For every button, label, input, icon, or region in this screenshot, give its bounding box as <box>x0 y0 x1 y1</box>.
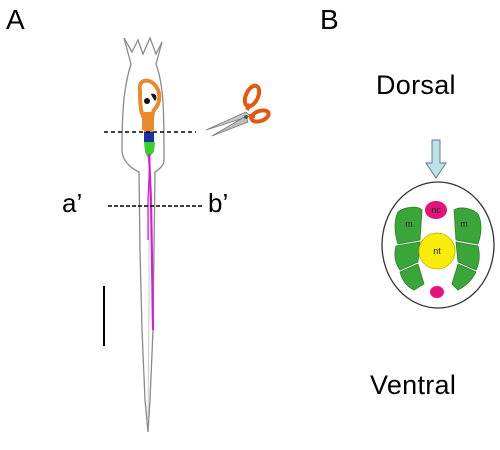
larva-tail-region <box>144 142 155 158</box>
larva <box>121 36 165 433</box>
larva-ocellus <box>151 93 157 101</box>
larva-visceral-ganglion <box>144 132 154 142</box>
larva-brain <box>137 78 162 130</box>
larva-nerve-cord-tail <box>147 153 151 240</box>
larva-brain-fill <box>144 112 153 132</box>
larva-tail-inner-line <box>147 172 150 421</box>
muscle-left-label: m <box>405 219 413 229</box>
muscle-left <box>394 206 425 291</box>
dorsal-label: Dorsal <box>376 70 456 100</box>
larva-otolith <box>144 98 150 104</box>
down-arrow-icon <box>425 139 447 179</box>
panel-a-label: A <box>6 4 25 35</box>
neural-tube-label: nt <box>433 246 441 256</box>
larva-nerve-cord <box>147 153 155 331</box>
ventral-label: Ventral <box>370 370 457 400</box>
ventral-dot <box>430 286 444 298</box>
section-start-label: a’ <box>62 188 83 218</box>
muscle-right-label: m <box>460 219 468 229</box>
notochord <box>425 201 447 219</box>
neural-tube <box>418 232 456 270</box>
section-end-label: b’ <box>208 188 229 218</box>
panel-b-label: B <box>320 4 339 35</box>
muscle-right <box>451 207 482 291</box>
notochord-label: nc <box>431 205 441 215</box>
scissors-icon <box>205 83 271 137</box>
